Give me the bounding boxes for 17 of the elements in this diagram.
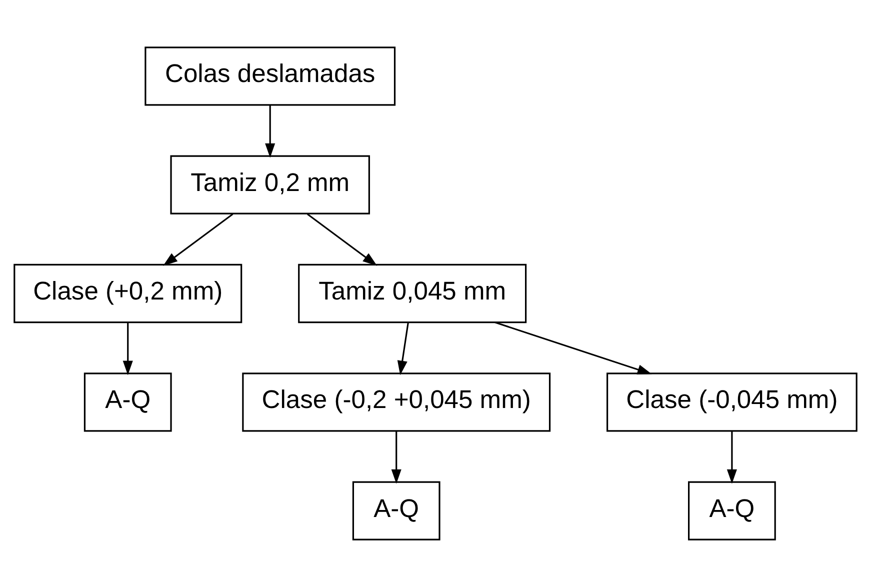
node-box: A-Q <box>84 372 172 432</box>
node-box: Clase (-0,045 mm) <box>606 372 858 432</box>
arrow <box>494 322 652 374</box>
node-box: Clase (+0,2 mm) <box>14 264 242 324</box>
node-box: Colas deslamadas <box>144 46 396 106</box>
node-box: A-Q <box>688 481 776 540</box>
node-box: Tamiz 0,2 mm <box>170 155 370 214</box>
node-box: Clase (-0,2 +0,045 mm) <box>242 372 551 432</box>
arrow <box>122 322 133 376</box>
arrow <box>397 322 409 376</box>
node-box: A-Q <box>352 481 440 540</box>
node-box: Tamiz 0,045 mm <box>298 264 527 324</box>
arrow <box>163 214 234 266</box>
arrow <box>306 214 378 266</box>
arrow <box>726 431 737 484</box>
arrow <box>265 105 276 158</box>
arrow <box>391 431 402 484</box>
